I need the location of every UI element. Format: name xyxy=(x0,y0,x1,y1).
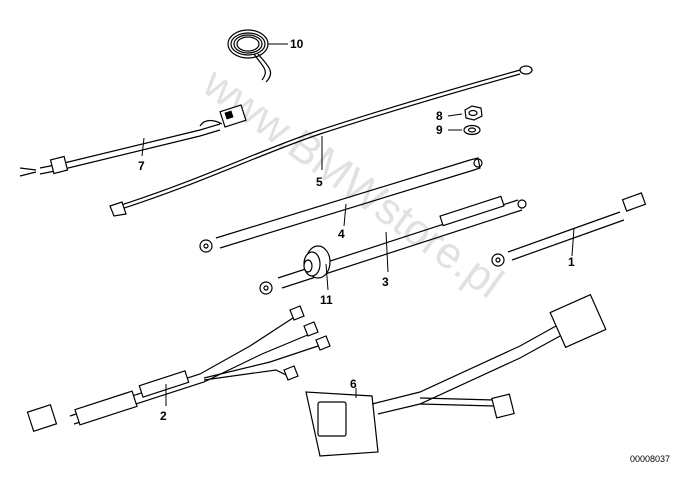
callout-4: 4 xyxy=(338,227,345,241)
part-6-connector-harness[interactable] xyxy=(305,293,607,457)
watermark: www.BMWstore.pl xyxy=(193,58,511,308)
image-code: 00008037 xyxy=(630,454,670,464)
part-1-short-cable[interactable] xyxy=(491,192,647,267)
callout-11: 11 xyxy=(320,293,333,307)
part-5-thin-wire[interactable] xyxy=(109,65,533,217)
part-7-cable-with-connector[interactable] xyxy=(19,104,247,177)
callout-10: 10 xyxy=(290,37,304,51)
callout-2: 2 xyxy=(160,409,167,423)
part-4-battery-cable[interactable] xyxy=(199,157,483,253)
callout-5: 5 xyxy=(316,175,323,189)
part-10-coiled-wire[interactable] xyxy=(227,29,272,83)
callout-7: 7 xyxy=(138,159,145,173)
callout-9: 9 xyxy=(436,123,443,137)
callout-6: 6 xyxy=(350,377,357,391)
leader-lines xyxy=(141,43,575,406)
part-8-nut[interactable] xyxy=(464,105,483,121)
callout-1: 1 xyxy=(568,255,575,269)
part-2-branched-harness[interactable] xyxy=(26,305,331,432)
part-9-washer[interactable] xyxy=(463,124,481,136)
part-11-grommet[interactable] xyxy=(303,245,331,279)
callout-3: 3 xyxy=(382,275,389,289)
callout-8: 8 xyxy=(436,109,443,123)
